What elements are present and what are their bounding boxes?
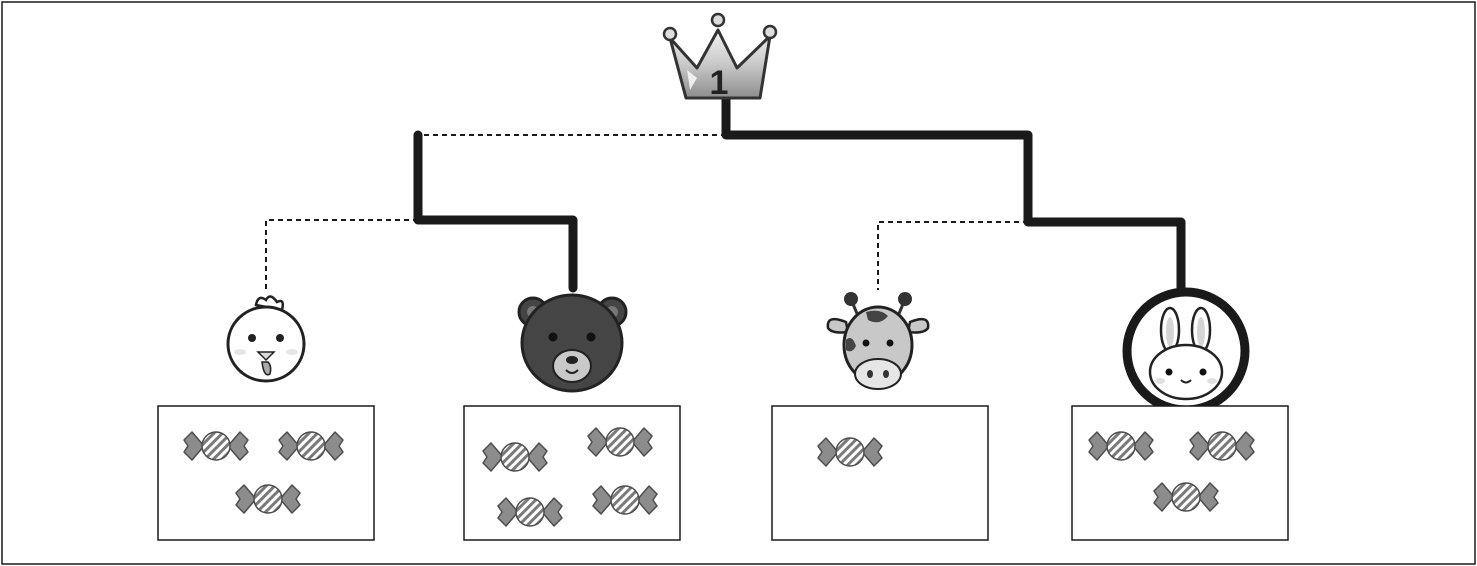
candy-box-frame bbox=[463, 405, 681, 541]
candy-box-frame bbox=[157, 405, 375, 541]
candy-box-chicken bbox=[157, 405, 375, 541]
candy-icon bbox=[497, 497, 563, 527]
rabbit-face-icon bbox=[1122, 287, 1250, 415]
candy-box-bear bbox=[463, 405, 681, 541]
candy-icon bbox=[278, 431, 344, 461]
candy-icon bbox=[587, 427, 653, 457]
candy-icon bbox=[592, 485, 658, 515]
candy-box-cow bbox=[771, 405, 989, 541]
cow-face-icon bbox=[826, 292, 930, 390]
candy-icon bbox=[1153, 482, 1219, 512]
candy-icon bbox=[1189, 431, 1255, 461]
winning-path-lines bbox=[413, 95, 1186, 313]
candy-box-rabbit bbox=[1071, 405, 1289, 541]
losing-path-lines bbox=[265, 134, 1028, 290]
crown-icon: 1 bbox=[662, 12, 778, 102]
bear-face-icon bbox=[517, 293, 628, 393]
candy-icon bbox=[482, 442, 548, 472]
candy-icon bbox=[817, 437, 883, 467]
candy-box-frame bbox=[1071, 405, 1289, 541]
chicken-face-icon bbox=[226, 295, 306, 383]
candy-box-frame bbox=[771, 405, 989, 541]
candy-icon bbox=[1088, 431, 1154, 461]
crown-rank-label: 1 bbox=[710, 64, 729, 102]
candy-icon bbox=[235, 484, 301, 514]
candy-icon bbox=[183, 431, 249, 461]
